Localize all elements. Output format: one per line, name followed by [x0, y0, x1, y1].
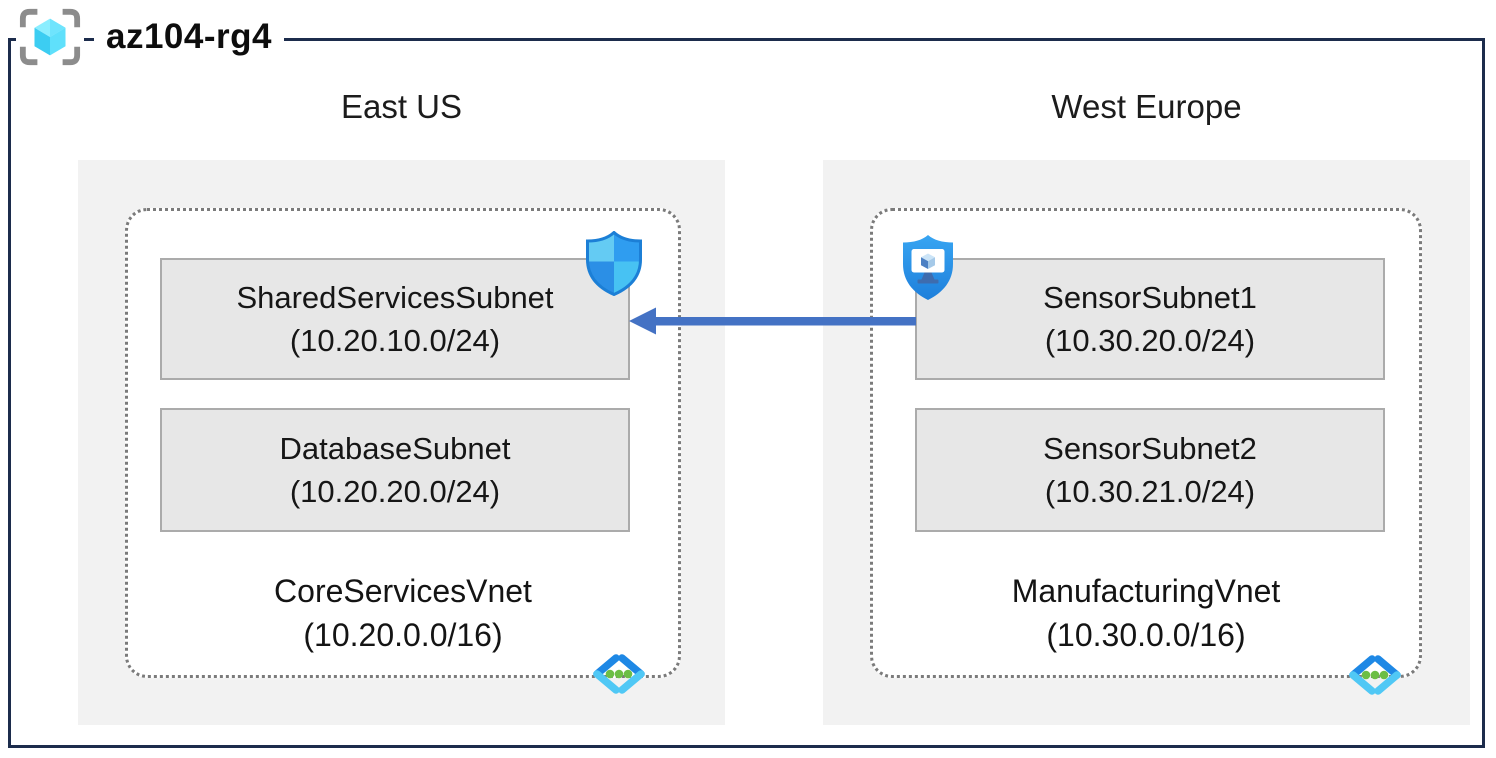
region-label-east-us: East US: [340, 88, 463, 125]
subnet-cidr: (10.20.10.0/24): [289, 323, 501, 358]
resource-group-name: az104-rg4: [94, 17, 284, 57]
peering-arrow: [629, 307, 916, 335]
subnet-name: SharedServicesSubnet: [236, 280, 554, 315]
subnet-cidr: (10.30.21.0/24): [1044, 474, 1256, 509]
virtual-network-icon: [593, 654, 645, 694]
subnet-sensorsubnet2: SensorSubnet2 (10.30.21.0/24): [915, 408, 1385, 532]
vnet-cidr: (10.20.0.0/16): [303, 617, 503, 653]
resource-group-boundary: [8, 38, 1485, 748]
subnet-name: SensorSubnet2: [1043, 431, 1257, 466]
subnet-cidr: (10.30.20.0/24): [1044, 323, 1256, 358]
vnet-label-manufacturingvnet: ManufacturingVnet (10.30.0.0/16): [868, 569, 1424, 657]
virtual-network-icon: [1349, 655, 1401, 695]
subnet-databasesubnet: DatabaseSubnet (10.20.20.0/24): [160, 408, 630, 532]
region-label-west-europe: West Europe: [1051, 88, 1242, 125]
resource-group-title: az104-rg4: [16, 6, 284, 68]
subnet-cidr: (10.20.20.0/24): [289, 474, 501, 509]
vnet-label-coreservicesvnet: CoreServicesVnet (10.20.0.0/16): [125, 569, 681, 657]
vnet-name: CoreServicesVnet: [274, 573, 532, 609]
vnet-name: ManufacturingVnet: [1011, 573, 1281, 609]
subnet-name: SensorSubnet1: [1043, 280, 1257, 315]
vnet-cidr: (10.30.0.0/16): [1046, 617, 1246, 653]
bastion-shield-monitor-icon: [903, 235, 953, 300]
resource-group-icon: [16, 8, 84, 66]
subnet-sensorsubnet1: SensorSubnet1 (10.30.20.0/24): [915, 258, 1385, 380]
subnet-sharedservicessubnet: SharedServicesSubnet (10.20.10.0/24): [160, 258, 630, 380]
defender-shield-icon: [586, 231, 642, 296]
subnet-name: DatabaseSubnet: [279, 431, 511, 466]
